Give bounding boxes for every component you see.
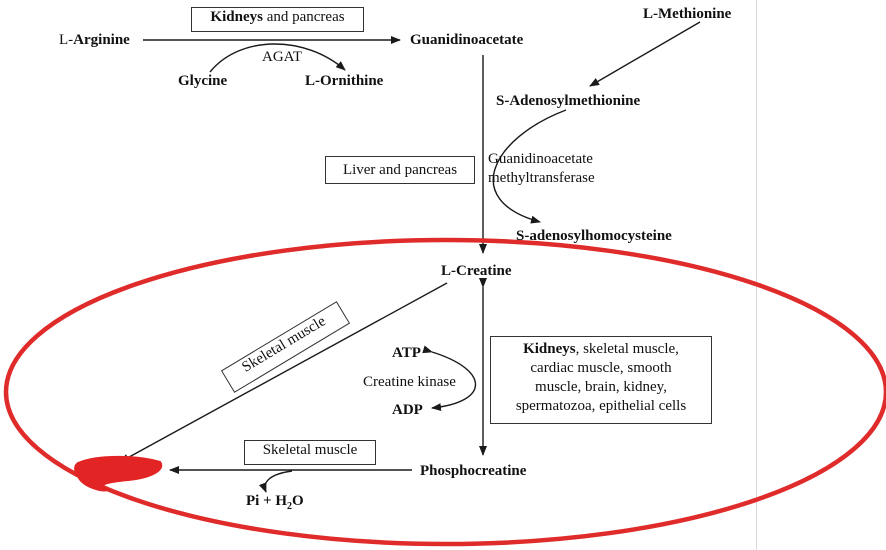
node-creatine: L-Creatine (441, 263, 512, 279)
arrow-methionine-to-sam (589, 21, 701, 87)
node-phosphocreatine: Phosphocreatine (420, 463, 527, 479)
tissue-box-creatine-kinase-locations: Kidneys, skeletal muscle, cardiac muscle… (490, 336, 712, 424)
pi-h2o-end: O (292, 493, 304, 509)
pi-h2o-text: Pi + H (246, 493, 288, 509)
tissue-skeletal-bottom-text: Skeletal muscle (262, 442, 358, 458)
tissue-box-liver-pancreas: Liver and pancreas (325, 156, 475, 184)
tissue-box-skeletal-bottom: Skeletal muscle (244, 440, 376, 465)
ck-box-kidneys-bold: Kidneys (523, 341, 576, 357)
node-sah: S-adenosylhomocysteine (516, 228, 672, 244)
arginine-prefix: L- (59, 32, 74, 48)
node-ornithine: L-Ornithine (305, 73, 384, 89)
tissue-pancreas-text: and pancreas (262, 9, 345, 25)
ck-box-line2: cardiac muscle, smooth (530, 360, 672, 376)
red-annotation-ellipse (3, 237, 886, 547)
node-adp: ADP (392, 402, 423, 418)
node-arginine: L-Arginine (59, 31, 130, 49)
arginine-label: Arginine (73, 32, 130, 48)
enzyme-agat: AGAT (262, 49, 302, 65)
ck-box-line4: spermatozoa, epithelial cells (515, 398, 687, 414)
tissue-box-kidneys-pancreas: Kidneys and pancreas (191, 7, 364, 32)
tissue-liver-pancreas-text: Liver and pancreas (342, 162, 458, 178)
arrow-sam-to-sah (492, 109, 567, 224)
ck-box-line1: Kidneys, skeletal muscle, (491, 340, 711, 359)
arrow-pi-release (258, 470, 293, 493)
ck-box-line1-rest: , skeletal muscle, (575, 341, 679, 357)
node-atp: ATP (392, 345, 421, 361)
node-pi-h2o: Pi + H2O (246, 492, 304, 516)
node-glycine: Glycine (178, 73, 228, 89)
ck-box-line3: muscle, brain, kidney, (535, 379, 667, 395)
node-guanidinoacetate: Guanidinoacetate (410, 32, 524, 48)
node-sam: S-Adenosylmethionine (496, 93, 641, 109)
arrow-creatine-to-creatinine (119, 282, 448, 463)
enzyme-gamt-line2: methyltransferase (488, 170, 595, 186)
enzyme-gamt-line1: Guanidinoacetate (488, 151, 593, 167)
arrow-glycine-to-ornithine (209, 43, 346, 73)
pi-h2o-subscript: 2 (287, 501, 293, 512)
red-scribble-redaction (74, 455, 163, 492)
arrow-atp-to-adp (422, 345, 476, 412)
enzyme-creatine-kinase: Creatine kinase (363, 374, 456, 390)
node-methionine: L-Methionine (643, 6, 732, 22)
screenshot-edge-divider (756, 0, 757, 550)
tissue-kidneys-bold: Kidneys (210, 9, 263, 25)
